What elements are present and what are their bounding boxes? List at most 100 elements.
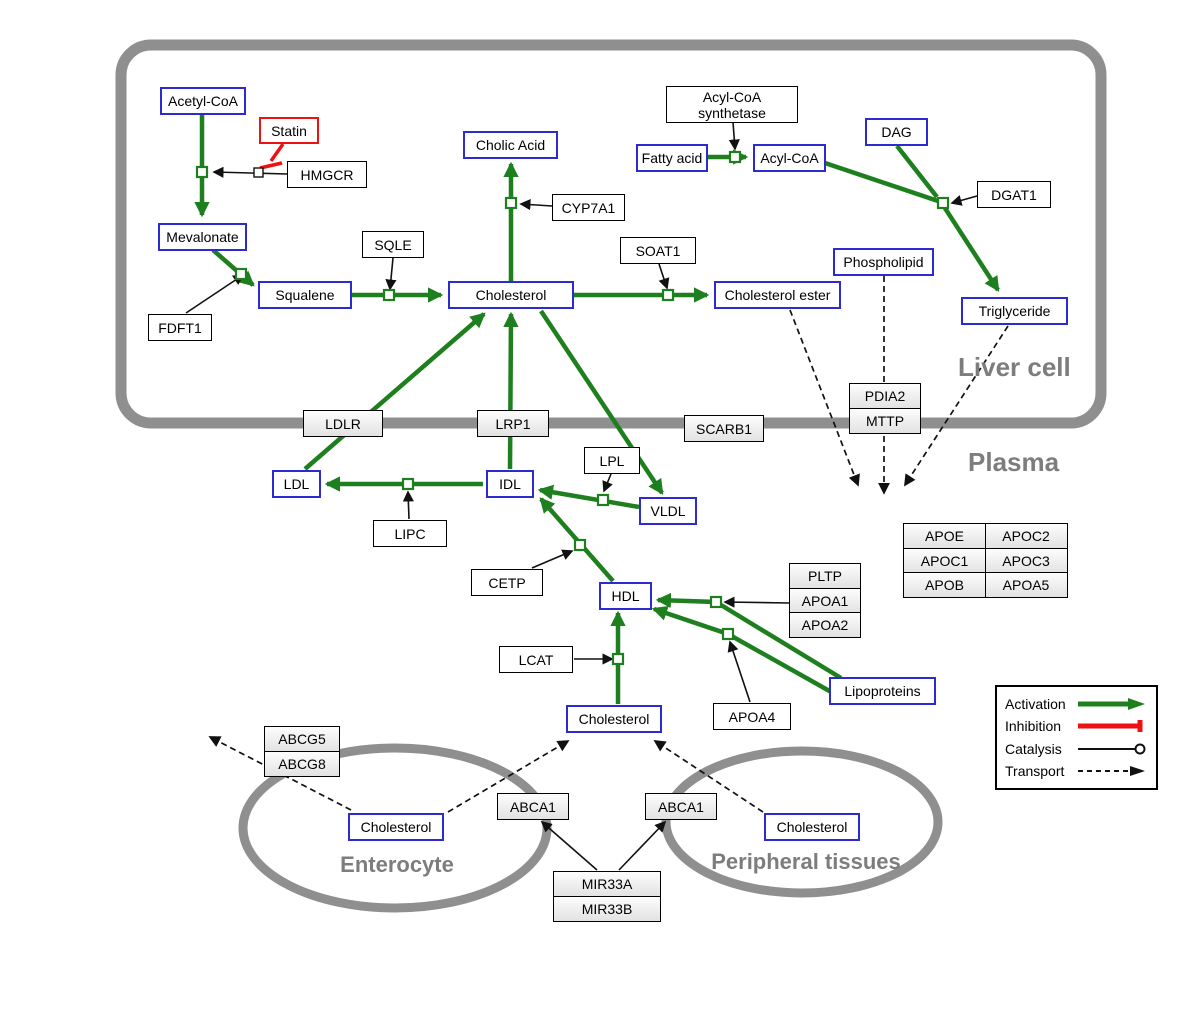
node-mevalonate[interactable]: Mevalonate bbox=[158, 223, 247, 251]
acs-line1: Acyl-CoA bbox=[702, 88, 762, 105]
node-pltp[interactable]: PLTP bbox=[789, 563, 861, 589]
node-lcat[interactable]: LCAT bbox=[499, 646, 573, 673]
node-mir33b[interactable]: MIR33B bbox=[553, 895, 661, 922]
edge-idl-cholesterol bbox=[503, 311, 519, 470]
inhibition-edges bbox=[259, 142, 285, 170]
node-soat1[interactable]: SOAT1 bbox=[620, 237, 696, 264]
transport-edges bbox=[208, 276, 1009, 813]
node-abcg5[interactable]: ABCG5 bbox=[264, 726, 340, 752]
node-fatty-acid[interactable]: Fatty acid bbox=[636, 144, 708, 172]
node-apoa2[interactable]: APOA2 bbox=[789, 612, 861, 638]
edge-mir33-abca1-right bbox=[618, 820, 667, 871]
node-cetp[interactable]: CETP bbox=[471, 569, 543, 596]
node-acyl-coa2[interactable]: Acyl-CoA bbox=[753, 144, 826, 172]
node-apoc3[interactable]: APOC3 bbox=[984, 547, 1068, 574]
edge-dag-junction bbox=[895, 144, 939, 199]
node-phospholipid[interactable]: Phospholipid bbox=[833, 248, 934, 276]
edge-soat1-catalysis bbox=[658, 263, 670, 290]
apolipoprotein-table: APOE APOC2 APOC1 APOC3 APOB APOA5 bbox=[903, 523, 1068, 598]
node-cholesterol-enterocyte[interactable]: Cholesterol bbox=[348, 813, 444, 841]
edge-cholesterol-vldl bbox=[539, 309, 664, 495]
apo-table-row: APOB APOA5 bbox=[903, 572, 1068, 598]
node-lrp1[interactable]: LRP1 bbox=[477, 410, 549, 437]
edge-statin-inhibition-bar bbox=[259, 161, 283, 170]
node-apoe[interactable]: APOE bbox=[903, 523, 986, 549]
node-dag[interactable]: DAG bbox=[865, 118, 928, 146]
catalysis-circle-icon bbox=[1078, 743, 1146, 755]
edge-sqle-catalysis bbox=[385, 257, 397, 291]
node-abca1-enterocyte[interactable]: ABCA1 bbox=[497, 793, 569, 820]
node-apoa1[interactable]: APOA1 bbox=[789, 587, 861, 614]
legend-row-activation: Activation bbox=[1005, 693, 1148, 715]
edge-ldl-cholesterol bbox=[303, 312, 486, 471]
edge-cyp7a1-catalysis bbox=[519, 199, 553, 211]
legend-row-transport: Transport bbox=[1005, 760, 1148, 782]
node-apoa5[interactable]: APOA5 bbox=[984, 572, 1068, 598]
node-ldlr[interactable]: LDLR bbox=[303, 410, 383, 437]
plasma-label: Plasma bbox=[968, 447, 1060, 477]
edge-dgat1-catalysis bbox=[950, 195, 978, 206]
edge-pltp-catalysis bbox=[723, 596, 790, 608]
node-triglyceride[interactable]: Triglyceride bbox=[961, 297, 1068, 325]
group-pdia2-mttp: PDIA2 MTTP bbox=[849, 383, 921, 434]
node-cholesterol-liver[interactable]: Cholesterol bbox=[448, 281, 574, 309]
edge-cholesterolester-plasma bbox=[789, 309, 860, 487]
enterocyte-label: Enterocyte bbox=[340, 852, 454, 877]
legend-activation-label: Activation bbox=[1005, 696, 1066, 712]
edge-fdft1-catalysis bbox=[185, 274, 245, 314]
node-acetyl-coa[interactable]: Acetyl-CoA bbox=[160, 87, 246, 115]
legend-transport-label: Transport bbox=[1005, 762, 1065, 779]
edge-acs-catalysis bbox=[728, 121, 740, 151]
node-lipc[interactable]: LIPC bbox=[373, 520, 447, 547]
transport-dashed-arrow-icon bbox=[1078, 765, 1145, 776]
node-scarb1[interactable]: SCARB1 bbox=[684, 415, 764, 442]
catalysis-junction-square bbox=[253, 167, 264, 178]
node-idl[interactable]: IDL bbox=[486, 470, 534, 498]
node-apoa4[interactable]: APOA4 bbox=[713, 703, 791, 730]
node-cholic-acid[interactable]: Cholic Acid bbox=[463, 131, 558, 159]
node-acyl-coa-synthetase[interactable]: Acyl-CoA synthetase bbox=[666, 86, 798, 123]
node-abca1-peripheral[interactable]: ABCA1 bbox=[645, 793, 717, 820]
node-lpl[interactable]: LPL bbox=[584, 447, 640, 474]
node-squalene[interactable]: Squalene bbox=[258, 281, 352, 309]
node-apoc2[interactable]: APOC2 bbox=[984, 523, 1068, 549]
group-abcg: ABCG5 ABCG8 bbox=[264, 726, 340, 777]
node-dgat1[interactable]: DGAT1 bbox=[977, 181, 1051, 208]
node-vldl[interactable]: VLDL bbox=[639, 497, 697, 525]
membranes bbox=[115, 39, 1107, 913]
node-mir33a[interactable]: MIR33A bbox=[553, 871, 661, 897]
node-lipoproteins[interactable]: Lipoproteins bbox=[829, 677, 936, 705]
edge-peripheral-cholesterol-plasma bbox=[653, 740, 764, 813]
node-cholesterol-ester[interactable]: Cholesterol ester bbox=[714, 281, 841, 309]
edge-mir33-abca1-left bbox=[540, 820, 598, 871]
edge-cetp-catalysis bbox=[531, 549, 574, 569]
peripheral-tissues-label: Peripheral tissues bbox=[711, 849, 901, 874]
legend-inhibition-label: Inhibition bbox=[1005, 718, 1062, 735]
node-apob[interactable]: APOB bbox=[903, 572, 986, 598]
node-abcg8[interactable]: ABCG8 bbox=[264, 750, 340, 777]
liver-cell-membrane bbox=[115, 39, 1107, 429]
node-apoc1[interactable]: APOC1 bbox=[903, 547, 986, 574]
node-mttp[interactable]: MTTP bbox=[849, 407, 921, 434]
legend-row-inhibition: Inhibition bbox=[1005, 715, 1148, 737]
node-statin[interactable]: Statin bbox=[259, 117, 319, 144]
node-cyp7a1[interactable]: CYP7A1 bbox=[552, 194, 625, 221]
node-sqle[interactable]: SQLE bbox=[362, 231, 424, 258]
node-pdia2[interactable]: PDIA2 bbox=[849, 383, 921, 409]
edge-lipc-catalysis bbox=[402, 490, 414, 520]
node-hdl[interactable]: HDL bbox=[599, 582, 652, 610]
node-cholesterol-peripheral[interactable]: Cholesterol bbox=[764, 813, 860, 841]
node-ldl[interactable]: LDL bbox=[272, 470, 321, 498]
node-hmgcr[interactable]: HMGCR bbox=[287, 161, 367, 188]
acs-line2: synthetase bbox=[698, 104, 766, 121]
group-pltp-apoa: PLTP APOA1 APOA2 bbox=[789, 563, 861, 638]
group-mir33: MIR33A MIR33B bbox=[553, 871, 661, 922]
legend-row-catalysis: Catalysis bbox=[1005, 738, 1148, 760]
node-cholesterol-plasma[interactable]: Cholesterol bbox=[566, 705, 662, 733]
edge-apoa4-catalysis bbox=[727, 640, 751, 703]
node-fdft1[interactable]: FDFT1 bbox=[148, 314, 212, 341]
apo-table-row: APOC1 APOC3 bbox=[903, 547, 1068, 574]
edge-vldl-idl bbox=[537, 484, 640, 510]
reaction-anchors bbox=[195, 150, 950, 666]
